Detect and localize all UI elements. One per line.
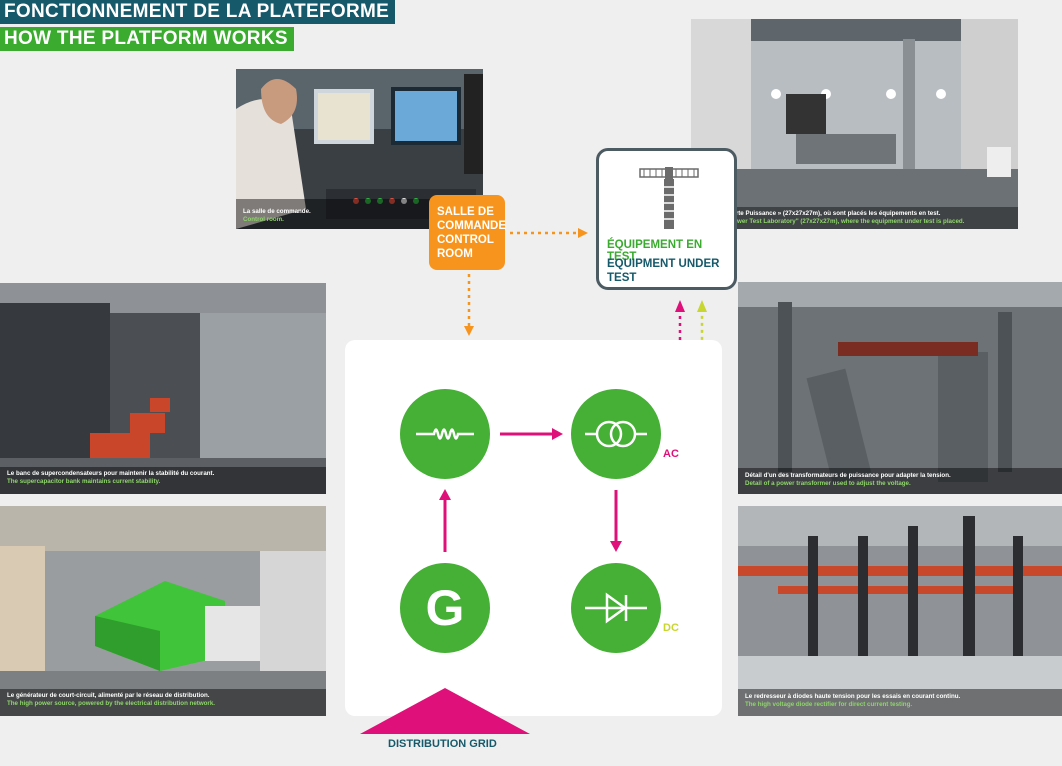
control-room-caption-en: Control room. (243, 215, 284, 223)
control-room-box: SALLE DE COMMANDE CONTROL ROOM (429, 195, 506, 270)
control-to-equipment-arrow (578, 228, 588, 238)
generator-to-resistor-arrow (439, 489, 451, 500)
rectifier-photo: Le redresseur à diodes haute tension pou… (738, 506, 1062, 716)
supercapacitor-caption-en: The supercapacitor bank maintains curren… (7, 477, 161, 485)
equipment-label-en: EQUIPMENT UNDER TEST (607, 258, 720, 284)
transformer-caption-en: Detail of a power transformer used to ad… (745, 479, 911, 487)
generator-icon: G (425, 580, 465, 636)
control-room-photo: La salle de commande. Control room. (236, 69, 483, 229)
equipment-icon (639, 167, 699, 229)
rectifier-caption-en: The high voltage diode rectifier for dir… (745, 700, 913, 708)
distribution-grid-label: DISTRIBUTION GRID (388, 738, 497, 750)
equipment-under-test-box: ÉQUIPEMENT EN TEST EQUIPMENT UNDER TEST (596, 148, 737, 290)
title-english: HOW THE PLATFORM WORKS (0, 27, 294, 51)
test-lab-caption-en: The "High Power Test Laboratory" (27x27x… (698, 217, 965, 225)
ac-label: AC (663, 448, 679, 460)
test-lab-image (691, 19, 1018, 229)
control-room-image (236, 69, 483, 229)
transformer-image (738, 282, 1062, 494)
test-lab-caption-fr: La « Cour Forte Puissance » (27x27x27m),… (698, 210, 941, 217)
diagram-panel (345, 340, 722, 716)
supercapacitor-image (0, 283, 326, 494)
equipment-label-fr: ÉQUIPEMENT EN TEST (607, 239, 703, 263)
control-room-en-line2: ROOM (437, 248, 473, 260)
dc-to-equipment-arrow (697, 300, 707, 312)
transformer-caption-fr: Détail d'un des transformateurs de puiss… (745, 472, 951, 479)
generator-caption-en: The high power source, powered by the el… (7, 699, 216, 707)
transformer-photo: Détail d'un des transformateurs de puiss… (738, 282, 1062, 494)
rectifier-caption-fr: Le redresseur à diodes haute tension pou… (745, 693, 961, 700)
generator-image (0, 506, 326, 716)
distribution-grid-triangle (360, 688, 530, 734)
generator-photo: Le générateur de court-circuit, alimenté… (0, 506, 326, 716)
transformer-node (571, 389, 661, 479)
test-lab-photo: La « Cour Forte Puissance » (27x27x27m),… (691, 19, 1018, 229)
diode-icon (585, 592, 647, 624)
resistor-to-transformer-arrow (552, 428, 563, 440)
control-room-fr-line2: COMMANDE (437, 220, 506, 232)
control-room-caption-fr: La salle de commande. (243, 208, 311, 215)
ac-to-equipment-arrow (675, 300, 685, 312)
control-room-fr-line1: SALLE DE (437, 206, 494, 218)
resistor-icon (416, 428, 474, 440)
supercapacitor-photo: Le banc de supercondensateurs pour maint… (0, 283, 326, 494)
rectifier-image (738, 506, 1062, 716)
control-room-en-line1: CONTROL (437, 234, 494, 246)
dc-label: DC (663, 622, 679, 634)
resistor-node (400, 389, 490, 479)
supercapacitor-caption-fr: Le banc de supercondensateurs pour maint… (7, 470, 215, 477)
transformer-to-diode-arrow (610, 541, 622, 552)
transformer-icon (585, 420, 647, 448)
generator-node: G (400, 563, 490, 653)
title-french: FONCTIONNEMENT DE LA PLATEFORME (0, 0, 396, 24)
generator-caption-fr: Le générateur de court-circuit, alimenté… (7, 692, 210, 699)
diode-node (571, 563, 661, 653)
control-to-panel-arrow (464, 326, 474, 336)
